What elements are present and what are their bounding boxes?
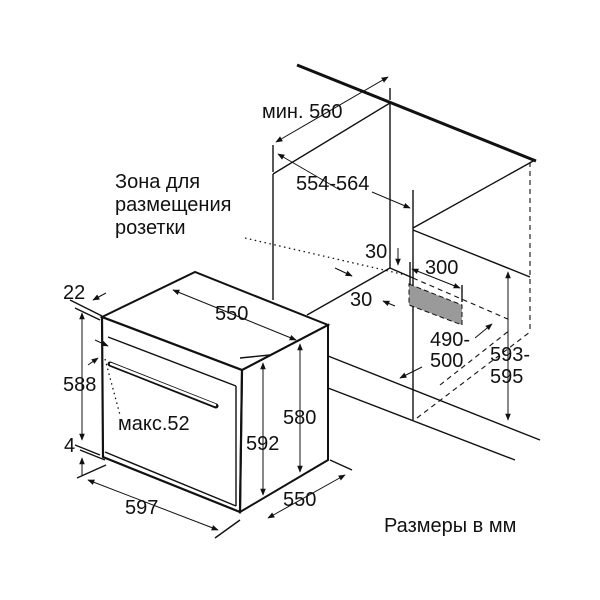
depth-label-1: 490- [430,329,470,351]
front-offset-label: 22 [63,282,85,304]
bottom-offset-label: 4 [64,435,75,457]
front-height-label: 588 [63,374,96,396]
oven-labels: 22 550 588 макс.52 580 592 4 597 550 [63,282,316,519]
body-height-label: 580 [283,407,316,429]
oven-dimensions [69,289,353,539]
cabinet-niche [244,63,541,461]
gap-top-label: 30 [365,241,387,263]
width-range-label: 554-564 [296,173,369,195]
socket-zone-plate [408,283,463,326]
gap-side-label: 30 [350,289,372,311]
side-height-label: 592 [246,433,279,455]
socket-zone-label-3: розетки [115,217,186,239]
top-depth-label: 550 [215,303,248,325]
height-label-1: 593- [490,344,530,366]
height-label-2: 595 [490,366,523,388]
socket-zone-label-1: Зона для [115,171,200,193]
depth-label-2: 500 [430,350,463,372]
opening-width-label: 300 [425,257,458,279]
socket-zone-label-2: размещения [115,194,231,216]
bottom-depth-label: 550 [283,489,316,511]
handle-max-label: макс.52 [118,413,190,435]
niche-dimensions [272,76,511,421]
niche-labels: мин. 560 554-564 Зона для размещения роз… [115,101,530,388]
units-note: Размеры в мм [384,515,516,537]
front-width-label: 597 [125,497,158,519]
min-width-label: мин. 560 [262,101,342,123]
